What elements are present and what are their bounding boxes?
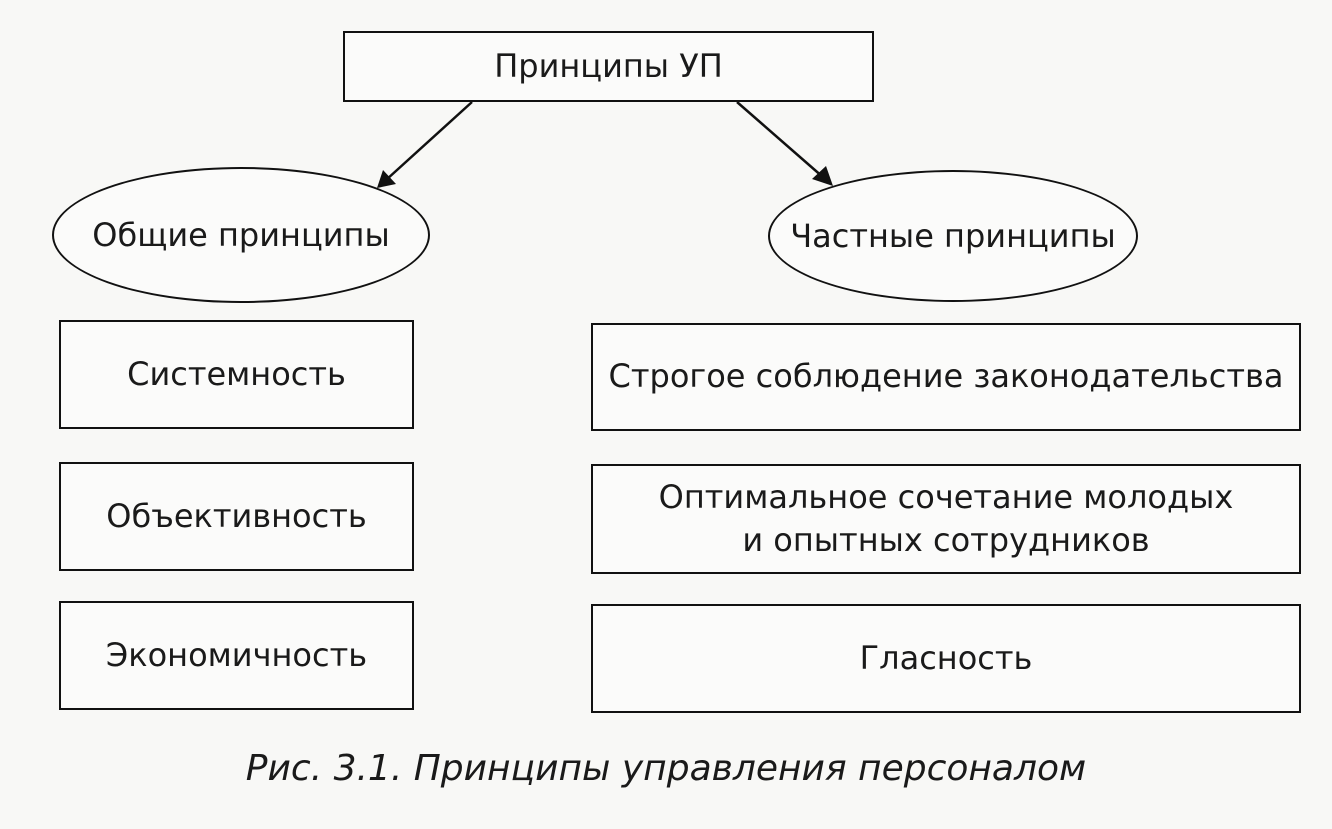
general-item-box: Экономичность <box>59 601 414 710</box>
particular-principles-label: Частные принципы <box>790 217 1116 255</box>
particular-item-label-line: и опытных сотрудников <box>742 521 1150 559</box>
general-principles-ellipse: Общие принципы <box>52 167 430 303</box>
general-item-label: Объективность <box>106 496 367 535</box>
general-principles-label: Общие принципы <box>92 216 390 254</box>
particular-item-label: Строгое соблюдение законодательства <box>608 357 1284 396</box>
root-box: Принципы УП <box>343 31 874 102</box>
particular-item-box: Гласность <box>591 604 1301 713</box>
particular-item-label-group: Оптимальное сочетание молодых и опытных … <box>659 476 1234 562</box>
particular-principles-ellipse: Частные принципы <box>768 170 1138 302</box>
general-item-label: Экономичность <box>105 635 368 674</box>
general-item-box: Системность <box>59 320 414 429</box>
particular-item-box: Оптимальное сочетание молодых и опытных … <box>591 464 1301 574</box>
root-label: Принципы УП <box>494 46 723 85</box>
figure-caption: Рис. 3.1. Принципы управления персоналом <box>245 748 1087 789</box>
particular-item-box: Строгое соблюдение законодательства <box>591 323 1301 431</box>
particular-item-label: Гласность <box>859 638 1033 677</box>
particular-item-label-line: Оптимальное сочетание молодых <box>658 477 1234 516</box>
arrow-to-particular <box>736 101 833 186</box>
general-item-box: Объективность <box>59 462 414 571</box>
general-item-label: Системность <box>127 354 346 393</box>
arrow-to-general <box>377 101 473 188</box>
